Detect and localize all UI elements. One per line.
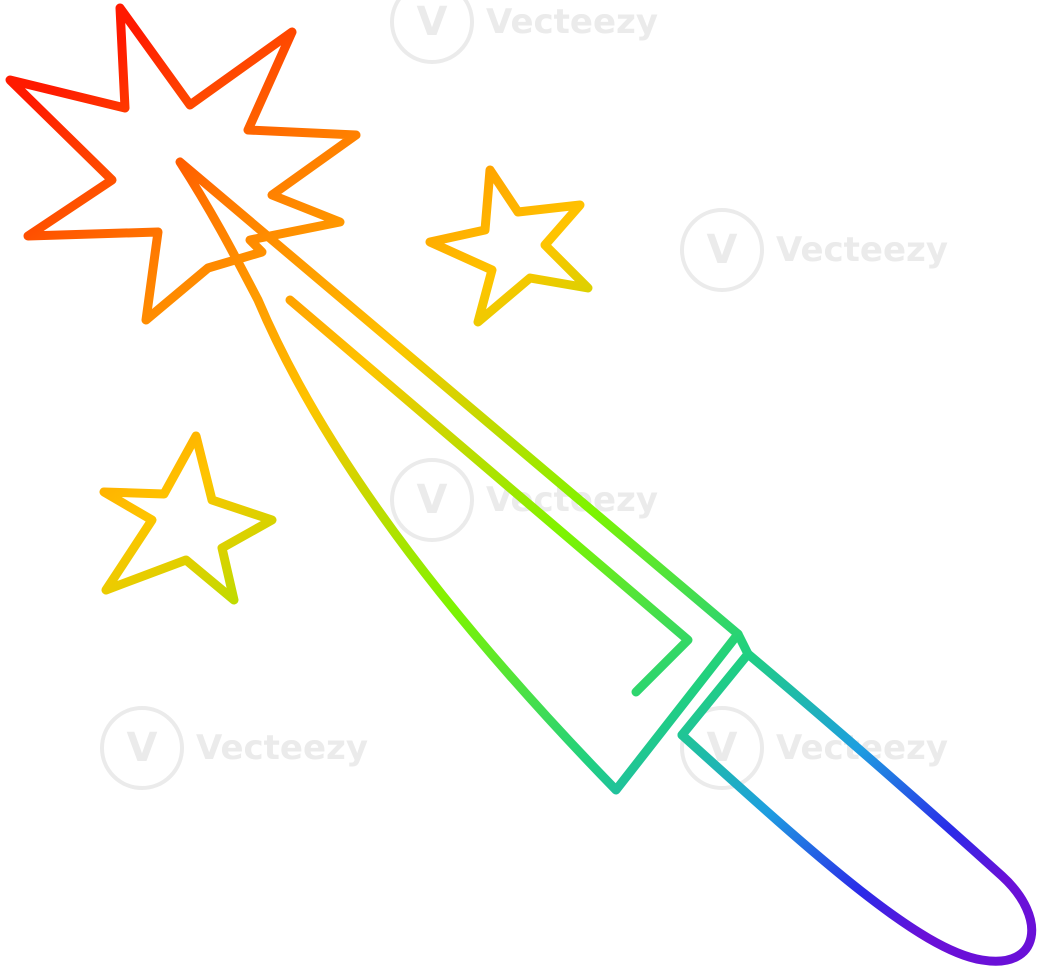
knife-bolster [677,629,753,740]
knife-handle [677,649,1037,966]
sparkle-star-icon [99,431,277,605]
sparkle-star-icon [425,165,593,327]
knife-blade-bevel [285,295,693,697]
burst-icon [5,3,361,325]
knife-blade [175,157,743,795]
